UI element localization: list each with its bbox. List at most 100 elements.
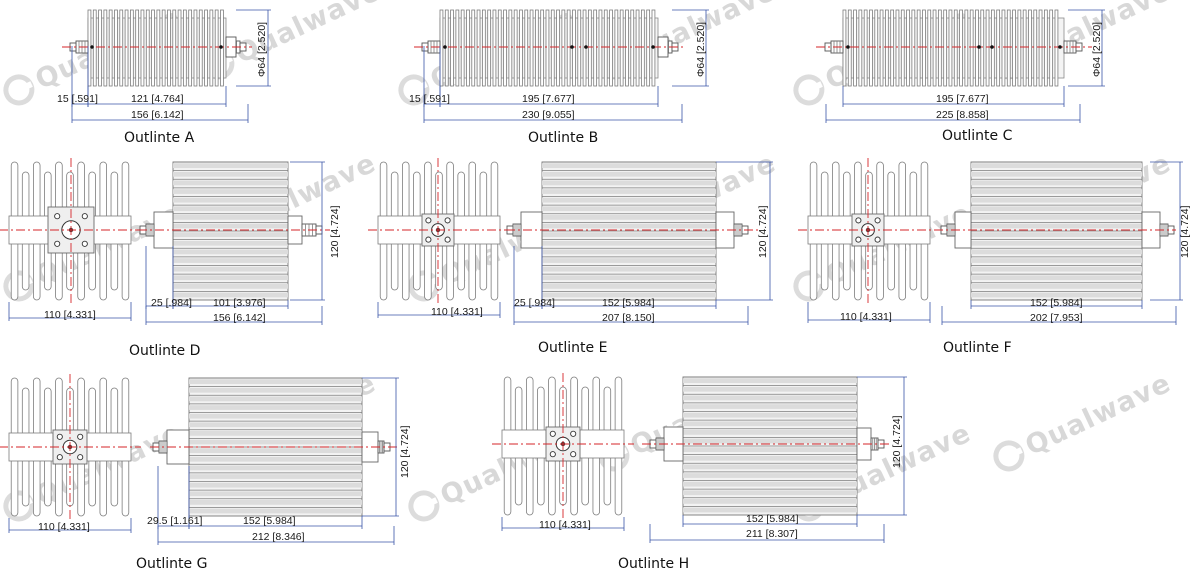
fin [890, 9, 895, 87]
mount-dot [651, 45, 655, 49]
screw-hole [549, 451, 556, 458]
fin [1054, 9, 1059, 87]
fin [598, 9, 603, 87]
fin-band [683, 499, 857, 504]
fin-band [542, 240, 716, 246]
screw-hole [425, 236, 432, 243]
fin-band [542, 284, 716, 289]
fin [471, 9, 476, 87]
fin-band [173, 232, 288, 238]
outline-g-caption: Outlinte G [136, 556, 207, 572]
fin-band [971, 275, 1142, 281]
outline-e-dim-2: 152 [5.984] [602, 297, 655, 309]
fin-band [971, 189, 1142, 194]
fin [503, 9, 507, 87]
outline-f-dim-2: 202 [7.953] [1030, 312, 1083, 324]
outline-e-dim-0: 110 [4.331] [431, 306, 483, 318]
screw-hole [54, 240, 61, 247]
outline-c-dim-1: 225 [8.858] [936, 109, 989, 121]
watermark-logo-cut [807, 81, 823, 93]
fin [943, 9, 948, 87]
fin [561, 9, 566, 87]
fin [466, 9, 470, 87]
fin [161, 9, 166, 87]
fin [593, 9, 598, 87]
fin-band [971, 223, 1142, 229]
fin [198, 9, 203, 87]
fin-band [173, 206, 288, 212]
screw-hole [570, 430, 577, 437]
fin-band [971, 258, 1142, 263]
fin [540, 9, 545, 87]
fin-band [542, 232, 716, 238]
fin-band [542, 258, 716, 263]
fin-band [971, 240, 1142, 246]
fin-band [189, 456, 362, 462]
fin-band [173, 266, 288, 272]
fin-band [173, 180, 288, 186]
screw-hole [855, 217, 862, 224]
fin [646, 9, 651, 87]
mount-dot [584, 45, 588, 49]
outline-h-dim-1: 152 [5.984] [746, 513, 799, 525]
screw-hole [81, 213, 88, 220]
fin [1033, 9, 1038, 87]
fin-band [173, 258, 288, 263]
fin [103, 9, 108, 87]
outline-c-drawing [816, 9, 1105, 123]
fin [535, 9, 539, 87]
fin-band [189, 431, 362, 436]
fin-band [683, 464, 857, 470]
outline-g-dim-1: 29.5 [1.161] [147, 515, 203, 527]
fin [996, 9, 1001, 87]
fin [906, 9, 910, 87]
fin-band [542, 163, 716, 169]
fin-band [189, 413, 362, 419]
fin [177, 9, 182, 87]
screw-hole [874, 217, 881, 224]
outline-b-dim-1: 195 [7.677] [522, 93, 575, 105]
outline-h-dim-2: 211 [8.307] [746, 528, 798, 540]
fin [129, 9, 134, 87]
fin [603, 9, 608, 87]
fin [460, 9, 465, 87]
fin [508, 9, 513, 87]
fin-band [683, 490, 857, 496]
screw-hole [874, 236, 881, 243]
screw-hole [855, 236, 862, 243]
outline-c-caption: Outlinte C [942, 128, 1013, 144]
fin-band [971, 206, 1142, 212]
outline-f-dim-1: 152 [5.984] [1030, 297, 1083, 309]
fin [863, 9, 868, 87]
outline-e-caption: Outlinte E [538, 340, 607, 356]
screw-hole [444, 236, 451, 243]
fin-band [683, 438, 857, 444]
fin [964, 9, 969, 87]
fin-band [189, 474, 362, 479]
outline-f-drawing [798, 158, 1183, 325]
outline-d-dim-2: 101 [3.976] [213, 297, 266, 309]
fin [476, 9, 481, 87]
fin-band [683, 378, 857, 384]
fin-band [683, 395, 857, 401]
outline-a-dim-1: 121 [4.764] [131, 93, 184, 105]
fin-band [683, 404, 857, 409]
outline-f-caption: Outlinte F [943, 340, 1012, 356]
fin [124, 9, 129, 87]
fin-band [971, 180, 1142, 186]
watermark-logo [3, 270, 35, 302]
screw-hole [56, 433, 63, 440]
fin [188, 9, 193, 87]
fin [145, 9, 150, 87]
outline-a-drawing [62, 9, 271, 123]
fin [545, 9, 550, 87]
fin [487, 9, 492, 87]
mount-dot [219, 45, 223, 49]
outline-a-dim-0: 15 [.591] [57, 93, 98, 105]
fin [900, 9, 905, 87]
fin [214, 9, 219, 87]
fin [550, 9, 555, 87]
fin [204, 9, 208, 87]
outline-b-dim-3: Φ64 [2.520] [695, 22, 707, 77]
